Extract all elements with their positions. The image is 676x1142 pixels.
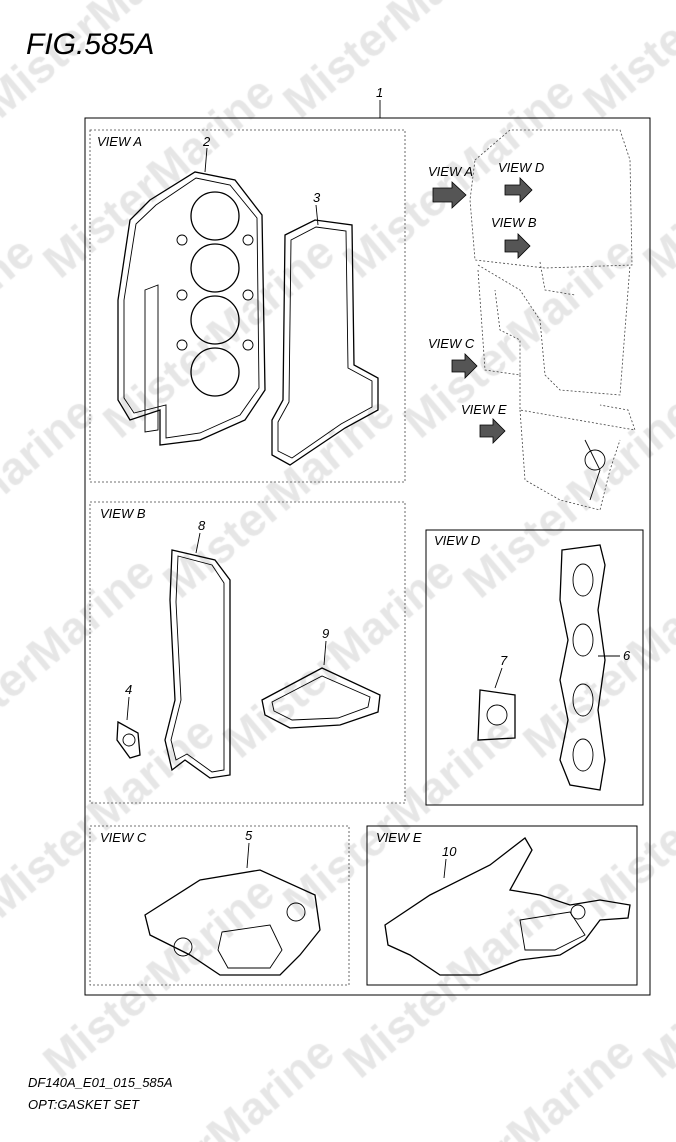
footer-code: DF140A_E01_015_585A	[28, 1075, 173, 1090]
figure-title: FIG.585A	[26, 28, 154, 61]
view-c-label: VIEW C	[100, 830, 147, 845]
square-gasket	[477, 689, 516, 741]
view-d-label: VIEW D	[434, 533, 480, 548]
callout-2: 2	[202, 134, 211, 149]
cover-gasket	[271, 219, 379, 466]
callout-6: 6	[623, 648, 631, 663]
arrow-icon	[451, 353, 478, 379]
side-cover-gasket	[164, 549, 231, 779]
view-d-panel: VIEW D 7 6	[425, 529, 644, 806]
arrow-icon	[479, 418, 506, 444]
view-e-panel: VIEW E 10	[366, 825, 638, 986]
view-b-label: VIEW B	[100, 506, 146, 521]
engine-label-view-b: VIEW B	[491, 215, 537, 230]
engine-label-view-e: VIEW E	[461, 402, 507, 417]
view-a-panel: VIEW A 2 3	[89, 129, 406, 483]
outboard-engine-illustration: VIEW A VIEW D VIEW B VIEW C VIEW E	[428, 129, 636, 511]
callout-3: 3	[313, 190, 321, 205]
view-direction-arrows: VIEW A VIEW D VIEW B VIEW C VIEW E	[428, 160, 544, 444]
cylinder-head-gasket	[117, 171, 266, 446]
view-c-panel: VIEW C 5	[89, 825, 350, 986]
callout-8: 8	[198, 518, 206, 533]
arrow-icon	[504, 177, 533, 203]
view-e-label: VIEW E	[376, 830, 422, 845]
engine-label-view-c: VIEW C	[428, 336, 475, 351]
arrow-icon	[432, 181, 467, 209]
engine-label-view-a: VIEW A	[428, 164, 473, 179]
exhaust-manifold-gasket	[559, 544, 606, 791]
callout-5: 5	[245, 828, 253, 843]
callout-9: 9	[322, 626, 329, 641]
footer-caption: OPT:GASKET SET	[28, 1097, 140, 1112]
lower-gasket	[384, 837, 631, 976]
view-a-label: VIEW A	[97, 134, 142, 149]
small-gasket	[116, 720, 141, 759]
adapter-gasket	[144, 869, 321, 976]
callout-1: 1	[376, 85, 383, 100]
arrow-icon	[504, 233, 531, 259]
callout-7: 7	[500, 653, 508, 668]
callout-4: 4	[125, 682, 132, 697]
callout-10: 10	[442, 844, 457, 859]
gasket-set-frame	[84, 117, 651, 996]
engine-label-view-d: VIEW D	[498, 160, 544, 175]
rectangular-gasket	[261, 667, 381, 729]
view-b-panel: VIEW B 8 4 9	[89, 501, 406, 804]
